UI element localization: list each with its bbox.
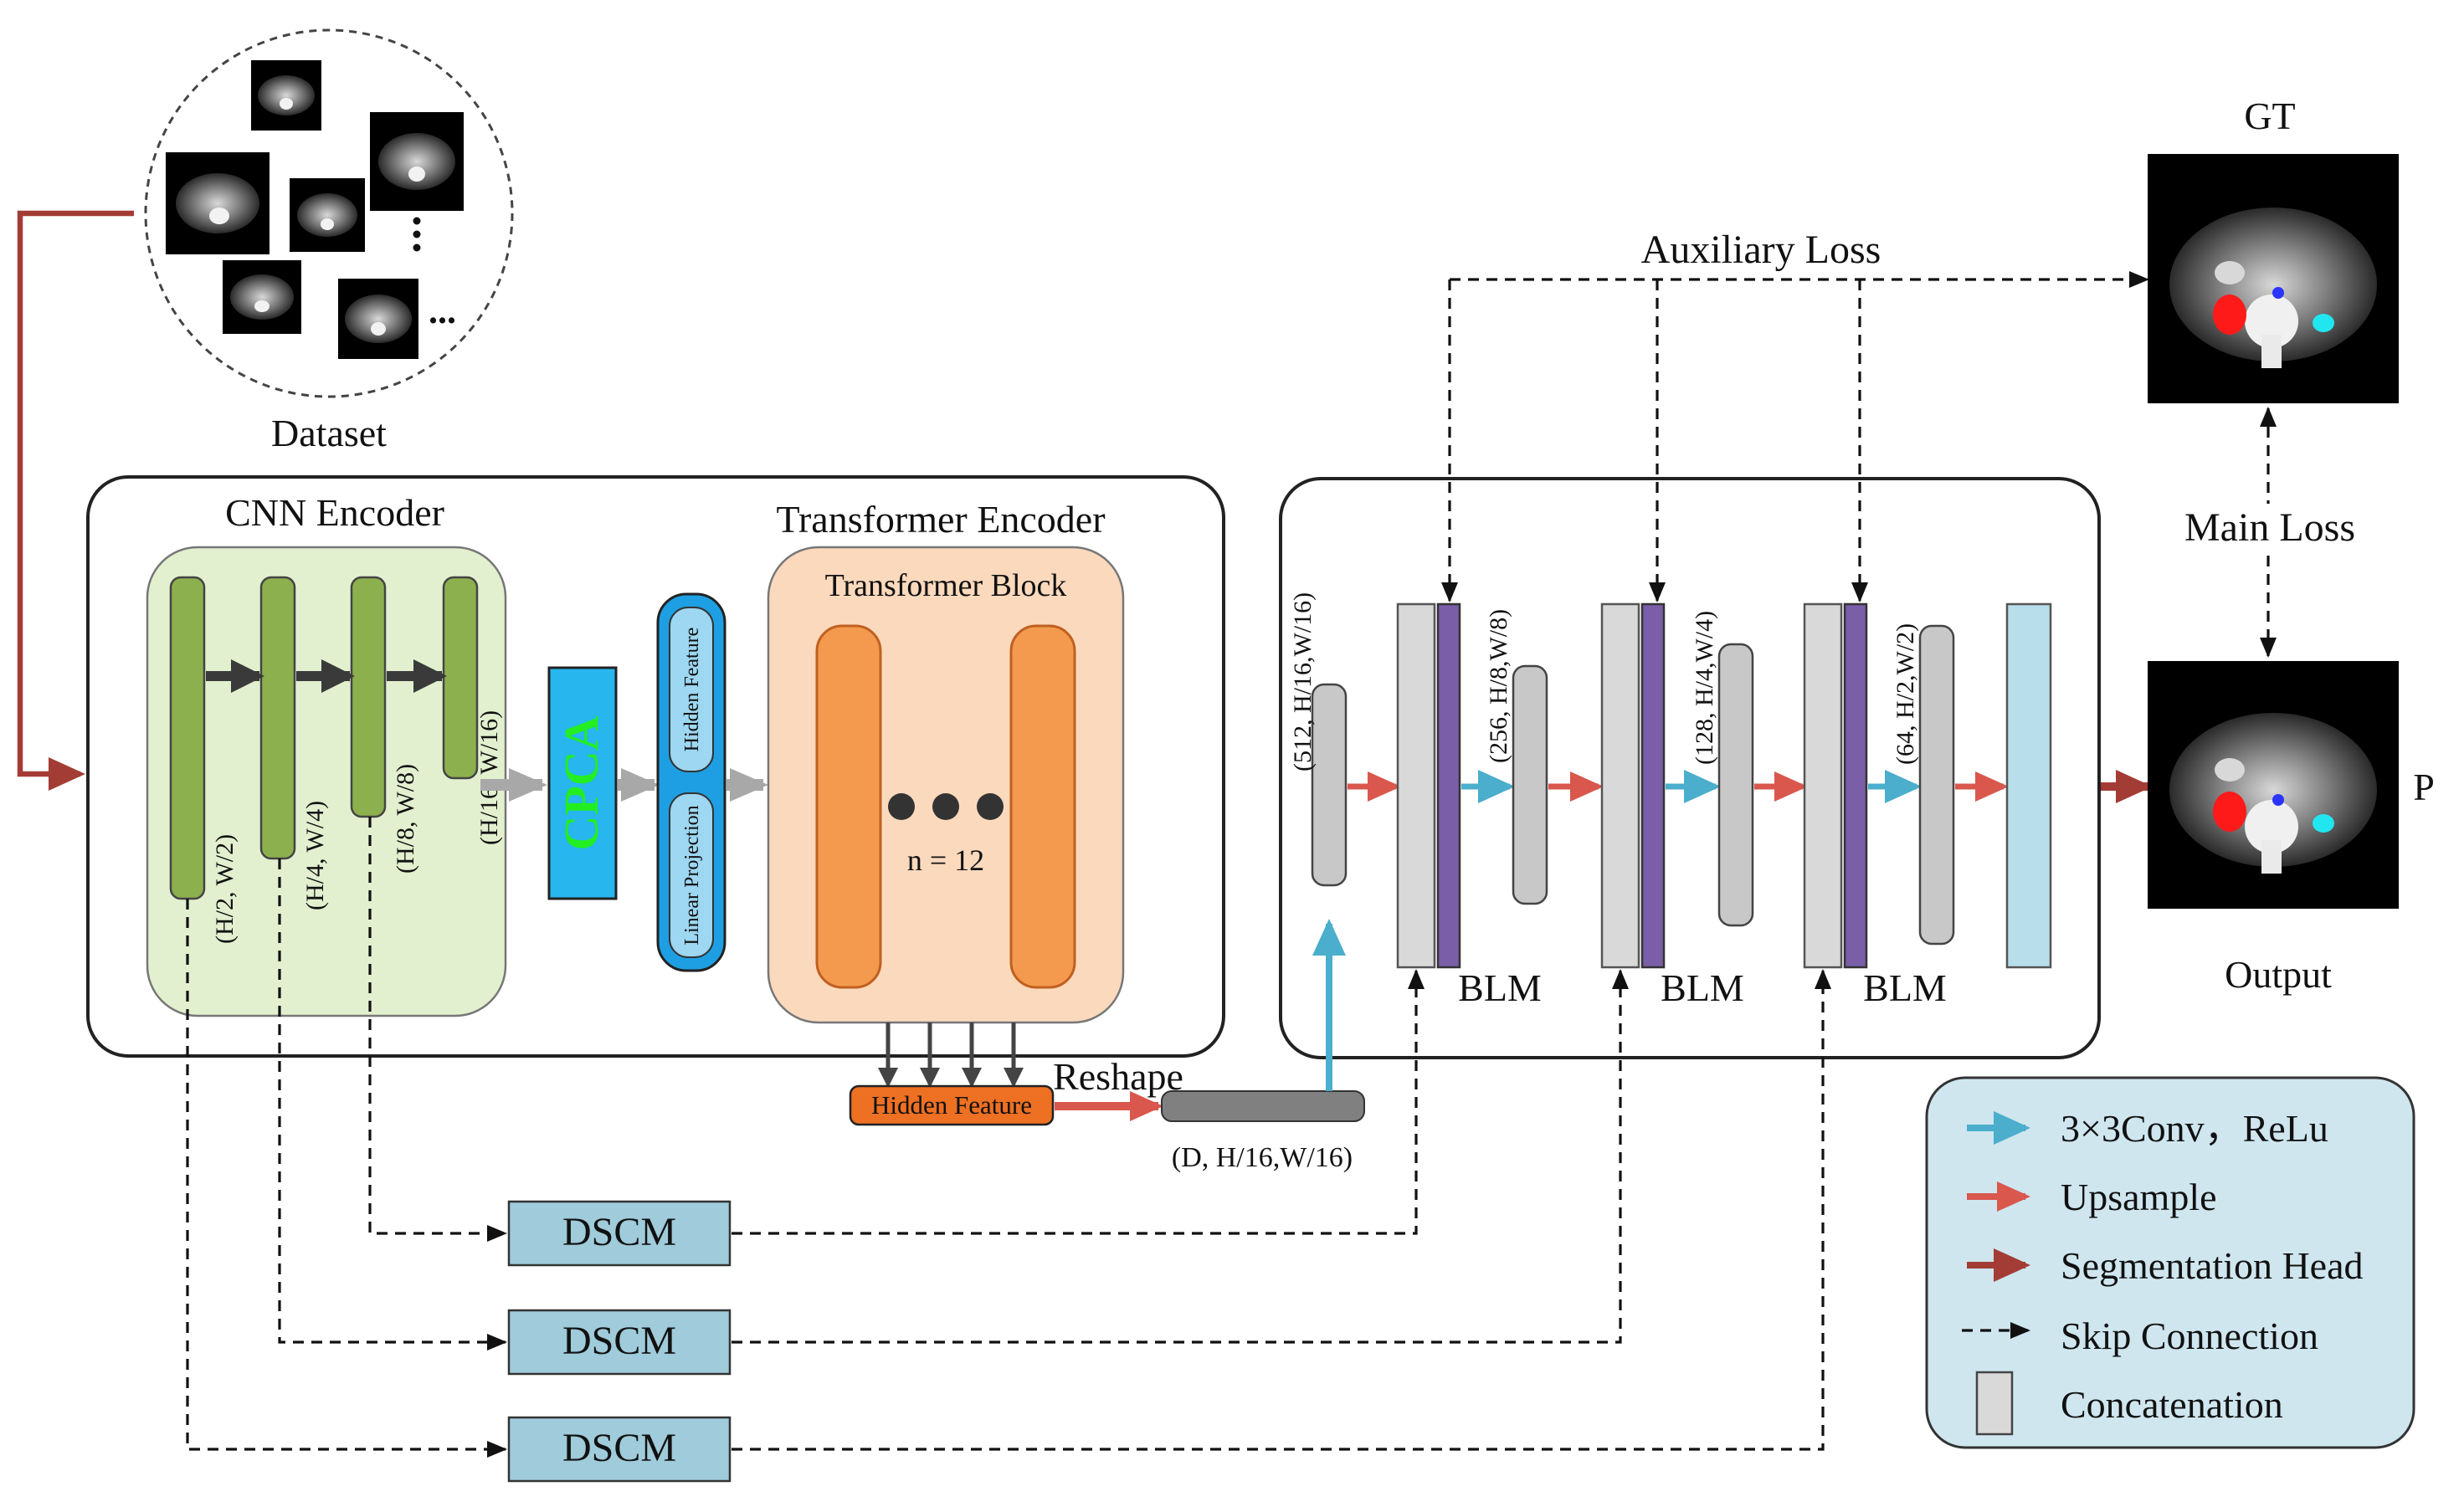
- output-side-label: P: [2413, 766, 2435, 808]
- transformer-output-arrows: [878, 1023, 1024, 1088]
- output-image: [2148, 661, 2399, 909]
- concatenation-block: [1803, 602, 1843, 969]
- segmentation-head-block: [2005, 602, 2052, 969]
- cnn-stage-bar: [169, 576, 206, 900]
- linear-projection-module: Hidden Feature Linear Projection: [656, 592, 726, 972]
- dscm-module: DSCM: [507, 1309, 732, 1376]
- transformer-layer: [815, 624, 882, 989]
- dataset-more: ...: [429, 290, 456, 331]
- legend-item-conv: 3×3Conv，ReLu: [1967, 1107, 2328, 1150]
- cnn-stage-label: (H/4, W/4): [301, 801, 329, 910]
- repeat-dots: [888, 793, 1004, 820]
- blm-label: BLM: [1458, 966, 1542, 1009]
- decoder-feature: [1918, 624, 1955, 946]
- transformer-block-title: Transformer Block: [825, 568, 1067, 603]
- legend-item-segmentation-head: Segmentation Head: [1967, 1244, 2364, 1287]
- hidden-feature-label: Hidden Feature: [871, 1090, 1032, 1120]
- vertical-dots: [413, 217, 421, 252]
- decoder-stage-shape: (64, H/2,W/2): [1892, 623, 1919, 765]
- skip-connection: [732, 969, 1629, 1344]
- blm-purple-block: [1436, 602, 1461, 969]
- projection-top-label: Hidden Feature: [681, 628, 703, 752]
- cnn-encoder: CNN Encoder (H/2, W/2) (H/4, W/4) (H/8, …: [146, 491, 507, 1017]
- legend: 3×3Conv，ReLu Upsample Segmentation Head …: [1925, 1076, 2415, 1449]
- skip-connection: [732, 969, 1425, 1235]
- transformer-encoder-title: Transformer Encoder: [776, 498, 1105, 541]
- cnn-stage-bar: [442, 576, 479, 780]
- blm-label: BLM: [1661, 966, 1744, 1009]
- gt-image: [2148, 154, 2399, 403]
- blm-purple-block: [1640, 602, 1666, 969]
- repeat-count: n = 12: [907, 843, 984, 877]
- dscm-module: DSCM: [507, 1416, 732, 1483]
- blm-label: BLM: [1863, 966, 1947, 1009]
- main-loss-label: Main Loss: [2184, 505, 2355, 550]
- cnn-encoder-title: CNN Encoder: [225, 491, 444, 534]
- decoder-frame: [1279, 477, 2101, 1059]
- gt-label: GT: [2244, 95, 2295, 137]
- dscm-module: DSCM: [507, 1200, 732, 1267]
- svg-text:DSCM: DSCM: [562, 1210, 676, 1254]
- decoder-feature: [1512, 664, 1548, 905]
- svg-text:Skip Connection: Skip Connection: [2061, 1315, 2318, 1357]
- legend-item-upsample: Upsample: [1967, 1176, 2217, 1218]
- legend-box: [1925, 1076, 2415, 1449]
- legend-item-concatenation: Concatenation: [1975, 1371, 2283, 1436]
- transformer-encoder: Transformer Encoder Transformer Block n …: [767, 498, 1125, 1024]
- projection-bottom-label: Linear Projection: [681, 805, 703, 945]
- cnn-stage-bar: [350, 576, 387, 818]
- svg-text:Upsample: Upsample: [2061, 1176, 2217, 1218]
- cnn-stage-label: (H/2, W/2): [211, 834, 239, 944]
- ct-thumbnail: [370, 112, 464, 211]
- svg-text:3×3Conv，ReLu: 3×3Conv，ReLu: [2061, 1107, 2328, 1150]
- decoder-stage-shape: (128, H/4,W/4): [1691, 611, 1718, 765]
- blm-purple-block: [1843, 602, 1868, 969]
- svg-text:Segmentation Head: Segmentation Head: [2061, 1244, 2364, 1287]
- concatenation-block: [1600, 602, 1640, 969]
- svg-text:DSCM: DSCM: [562, 1426, 676, 1470]
- ct-thumbnail: [290, 178, 365, 252]
- ct-thumbnail: [251, 60, 321, 131]
- decoder-stage-shape: (256, H/8,W/8): [1485, 609, 1512, 763]
- svg-text:Concatenation: Concatenation: [2061, 1383, 2283, 1426]
- ct-thumbnail: [338, 279, 418, 359]
- cnn-stage-label: (H/16, W/16): [475, 710, 503, 845]
- reshape-label: Reshape: [1053, 1055, 1183, 1098]
- dataset-input-arrow: [17, 210, 134, 791]
- cpca-module: CPCA: [547, 666, 618, 900]
- ct-thumbnail: [166, 152, 270, 254]
- concatenation-block: [1396, 602, 1436, 969]
- ct-thumbnail: [223, 260, 301, 334]
- skip-connection: [368, 817, 507, 1242]
- decoder-feature: [1717, 643, 1754, 927]
- reshaped-feature: [1161, 1090, 1365, 1122]
- cnn-stage-label: (H/8, W/8): [392, 764, 419, 874]
- output-label: Output: [2225, 953, 2332, 996]
- skip-connection: [732, 969, 1831, 1451]
- reshape-shape: (D, H/16,W/16): [1172, 1142, 1353, 1173]
- skip-connection: [278, 859, 507, 1351]
- hidden-feature-box: [849, 1084, 1055, 1126]
- transformer-layer: [1009, 624, 1076, 989]
- decoder-input-shape: (512, H/16,W/16): [1289, 592, 1317, 771]
- legend-item-skip-connection: Skip Connection: [1962, 1315, 2318, 1357]
- decoder-input-feature: (512, H/16,W/16): [1289, 592, 1348, 887]
- dataset-group: ... Dataset: [144, 28, 514, 454]
- dataset-label: Dataset: [271, 412, 387, 454]
- skip-connection: [186, 899, 507, 1458]
- svg-text:DSCM: DSCM: [562, 1319, 676, 1363]
- cpca-label: CPCA: [554, 715, 608, 850]
- cnn-stage-bar: [259, 576, 296, 860]
- auxiliary-loss-label: Auxiliary Loss: [1641, 228, 1881, 272]
